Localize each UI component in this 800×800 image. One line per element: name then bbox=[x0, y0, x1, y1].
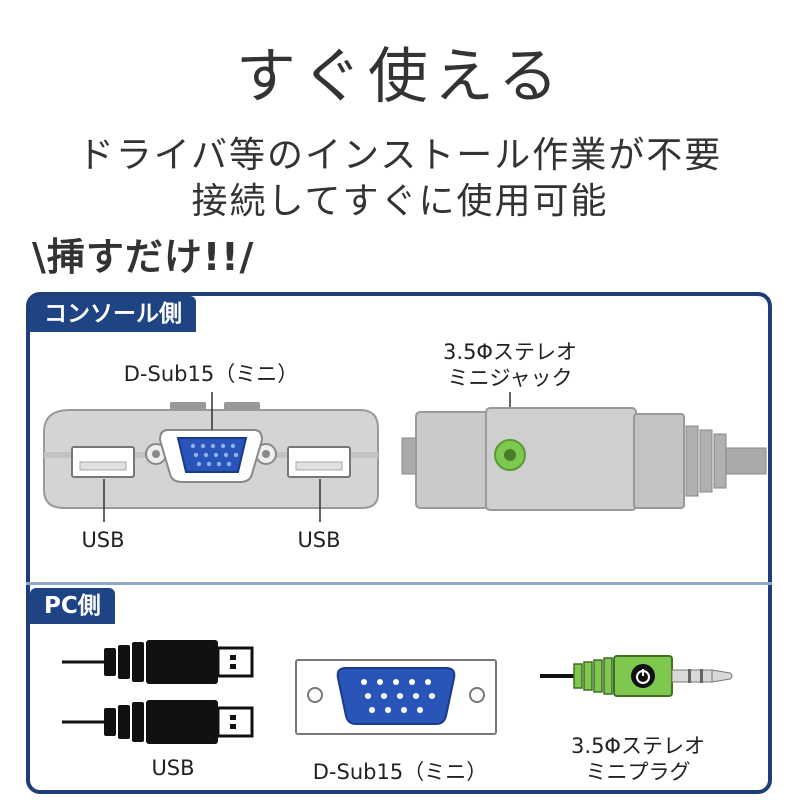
console-usb-right-label: USB bbox=[297, 528, 341, 552]
page-title: すぐ使える bbox=[235, 42, 565, 112]
connector-panel bbox=[26, 292, 772, 794]
pc-usb-label: USB bbox=[151, 756, 195, 780]
usb-port-icon bbox=[287, 446, 351, 478]
console-jack-label-line1: 3.5Φステレオ bbox=[443, 340, 577, 364]
console-dsub-label: D-Sub15（ミニ） bbox=[123, 362, 299, 386]
vga-connector-icon bbox=[295, 659, 497, 735]
usb-cable-icon bbox=[62, 700, 254, 744]
audio-cable-unit bbox=[401, 407, 767, 511]
vga-port-icon bbox=[145, 429, 277, 483]
usb-port-icon bbox=[71, 446, 135, 478]
audio-jack-icon bbox=[494, 439, 526, 471]
tagline: \挿すだけ!!/ bbox=[32, 235, 255, 279]
console-usb-left-label: USB bbox=[81, 528, 125, 552]
pc-side-tag: PC側 bbox=[30, 588, 115, 624]
usb-cable-icon bbox=[62, 640, 254, 684]
console-jack-label-line2: ミニジャック bbox=[447, 366, 573, 390]
subtitle-line-1: ドライバ等のインストール作業が不要 bbox=[77, 135, 723, 176]
pc-dsub-label: D-Sub15（ミニ） bbox=[312, 760, 488, 784]
pc-plug-label-line1: 3.5Φステレオ bbox=[571, 734, 705, 758]
audio-plug-icon bbox=[540, 655, 733, 697]
subtitle-line-2: 接続してすぐに使用可能 bbox=[191, 181, 609, 222]
pc-plug-label-line2: ミニプラグ bbox=[585, 760, 691, 784]
section-divider bbox=[26, 582, 772, 585]
console-side-tag: コンソール側 bbox=[30, 296, 196, 332]
